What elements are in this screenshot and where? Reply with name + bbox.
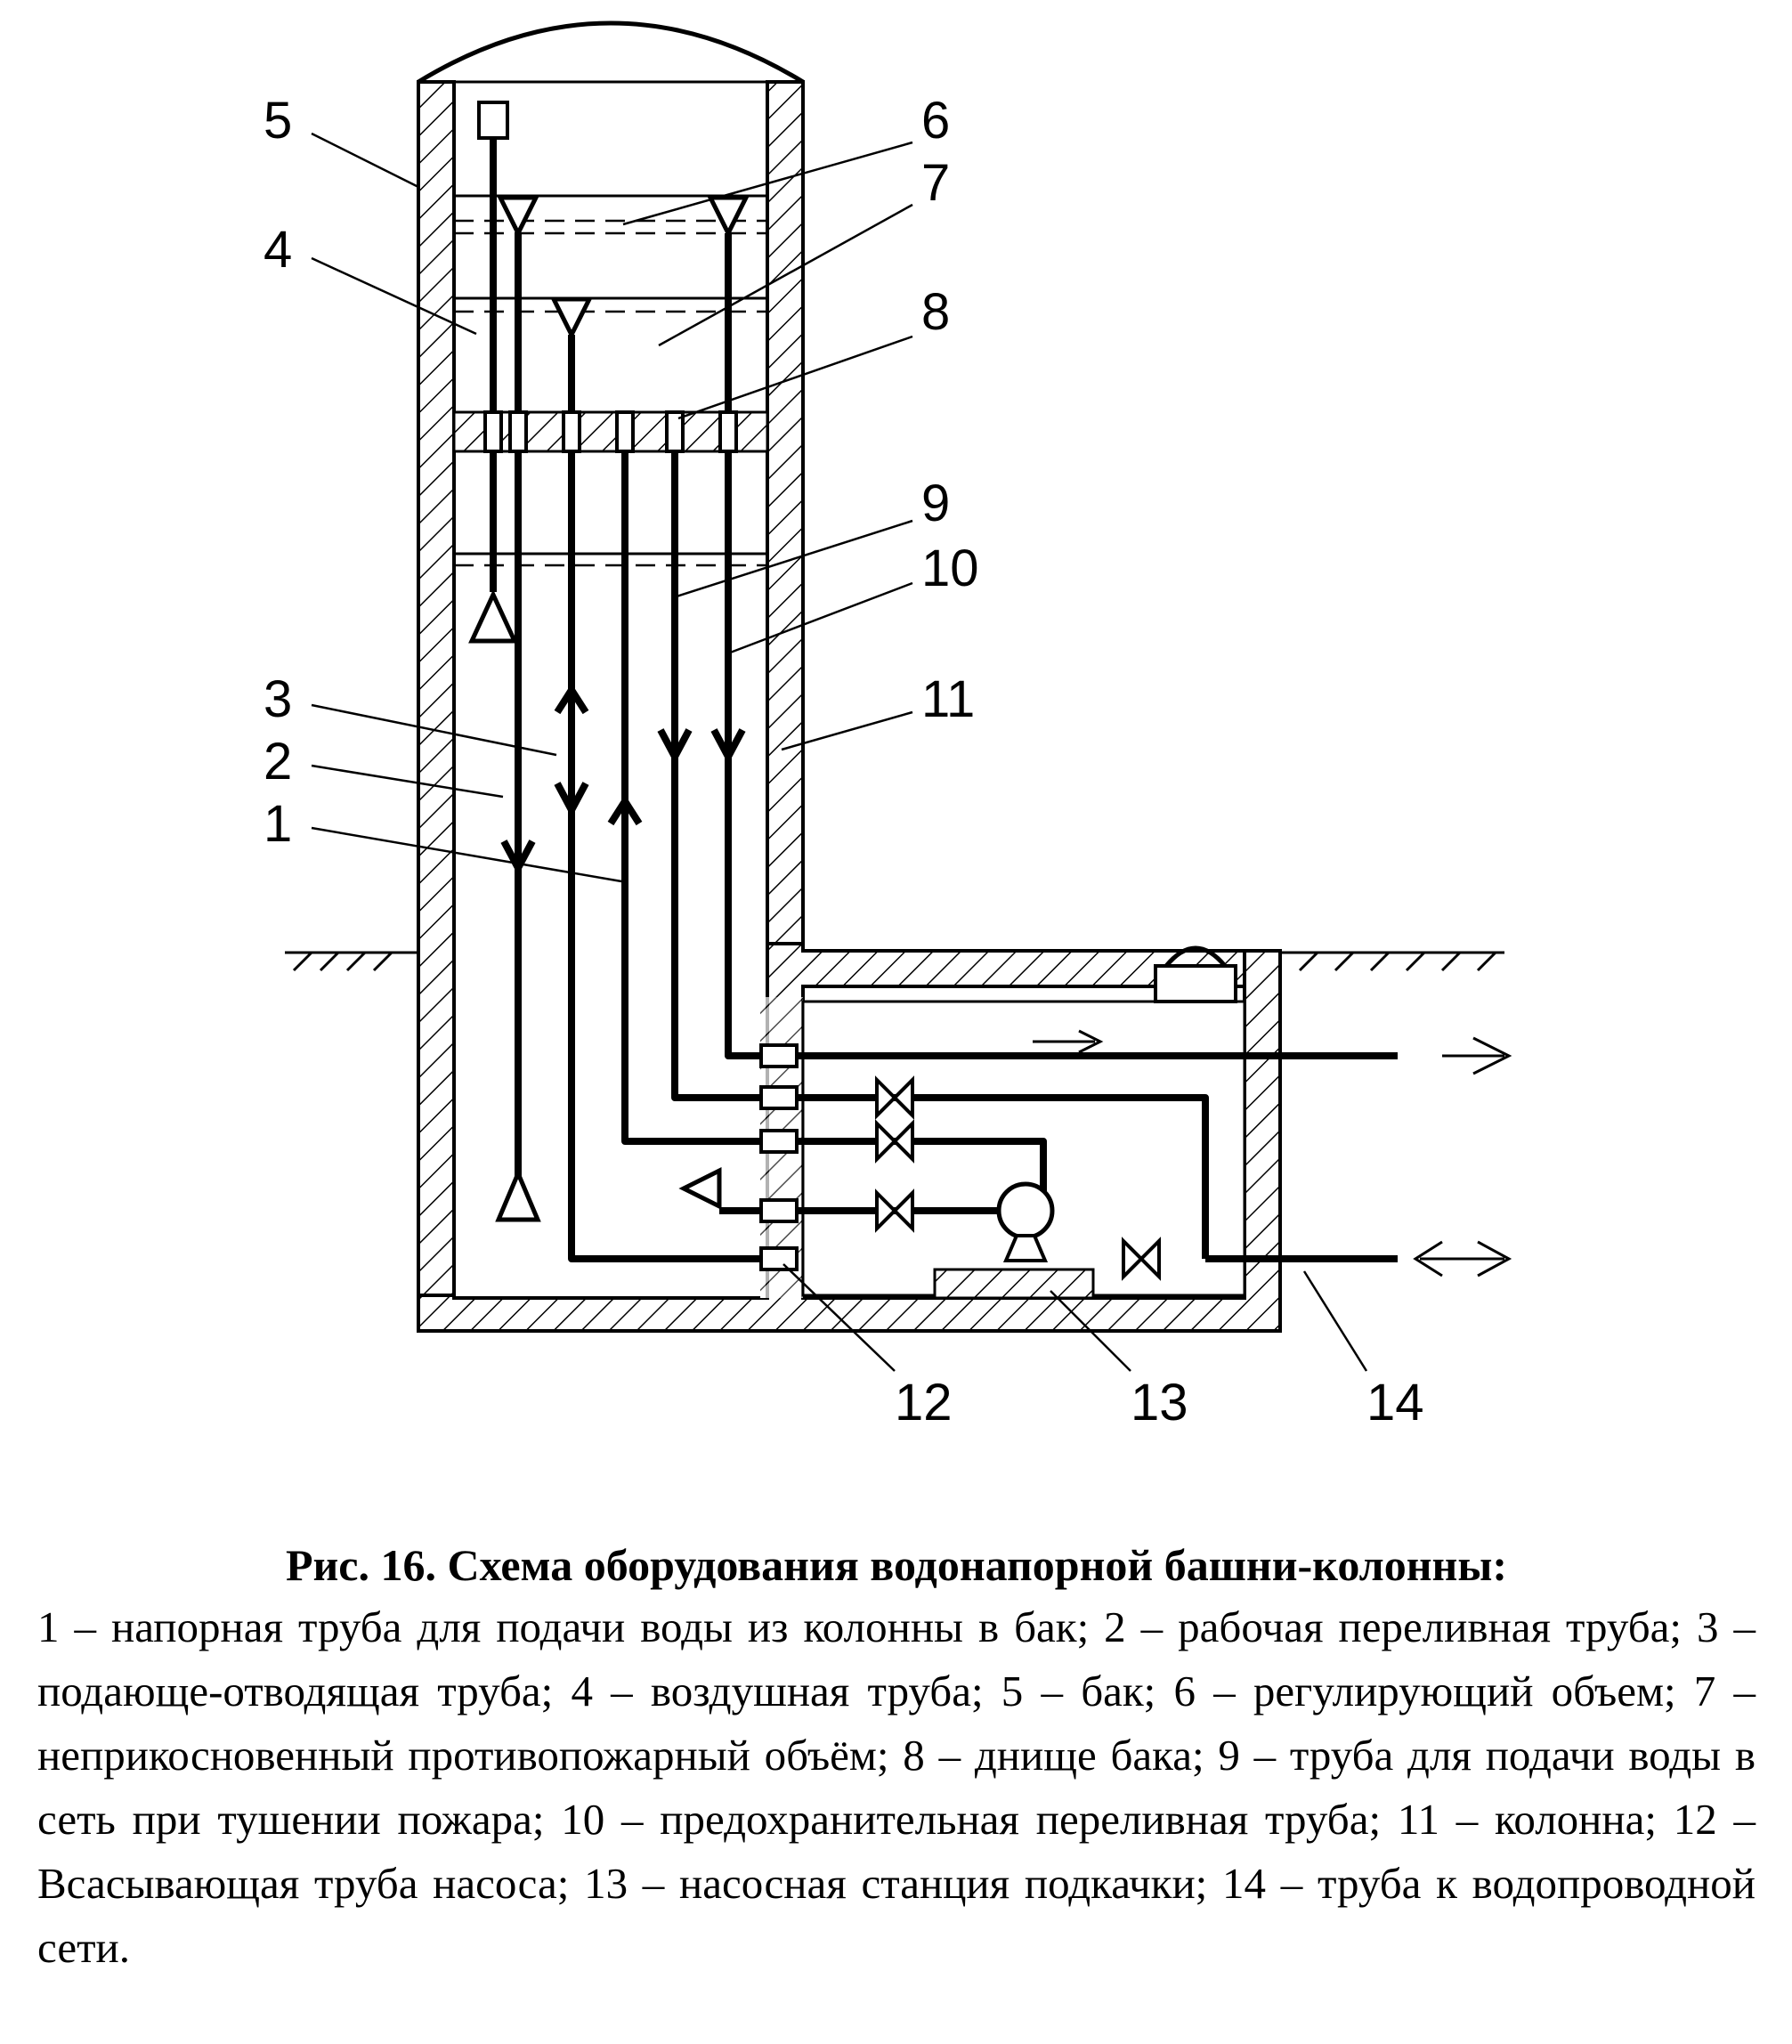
label-8: 8 xyxy=(921,283,950,341)
label-4: 4 xyxy=(264,221,292,279)
ground-line xyxy=(285,951,1504,972)
network-pipe xyxy=(1205,1240,1512,1278)
valves xyxy=(875,1075,1161,1281)
tank-bottom xyxy=(452,410,769,453)
outlet-pipe xyxy=(803,1029,1512,1075)
supply-discharge-pipe xyxy=(549,296,767,1262)
air-pipe xyxy=(468,101,518,644)
label-3: 3 xyxy=(264,670,292,728)
label-2: 2 xyxy=(264,733,292,791)
figure-caption: Рис. 16. Схема оборудования водонапорной… xyxy=(37,1538,1756,1980)
label-6: 6 xyxy=(921,92,950,150)
tower-column xyxy=(417,20,805,1297)
caption-text: 1 – напорная труба для подачи воды из ко… xyxy=(37,1602,1756,1972)
label-5: 5 xyxy=(264,92,292,150)
label-10: 10 xyxy=(921,539,979,597)
label-12: 12 xyxy=(895,1374,953,1432)
label-7: 7 xyxy=(921,154,950,212)
pump xyxy=(996,1181,1055,1262)
tower-dome xyxy=(417,20,805,85)
pump-station-block xyxy=(933,1268,1095,1300)
safety-overflow-pipe xyxy=(706,195,1398,1059)
label-1: 1 xyxy=(264,795,292,853)
pressure-pipe xyxy=(607,418,1047,1211)
label-14: 14 xyxy=(1366,1374,1424,1432)
roof-hatch xyxy=(1154,964,1237,1003)
pump-chamber xyxy=(417,942,1282,1333)
fire-supply-pipe xyxy=(657,418,1209,1259)
tank-levels xyxy=(454,194,767,567)
water-tower-diagram: 5 4 3 2 1 6 7 8 9 10 11 12 13 14 xyxy=(264,20,1512,1432)
label-9: 9 xyxy=(921,474,950,532)
label-13: 13 xyxy=(1131,1374,1188,1432)
working-overflow-pipe xyxy=(495,195,541,1222)
label-11: 11 xyxy=(921,670,975,728)
caption-title: Рис. 16. Схема оборудования водонапорной… xyxy=(285,1540,1508,1590)
